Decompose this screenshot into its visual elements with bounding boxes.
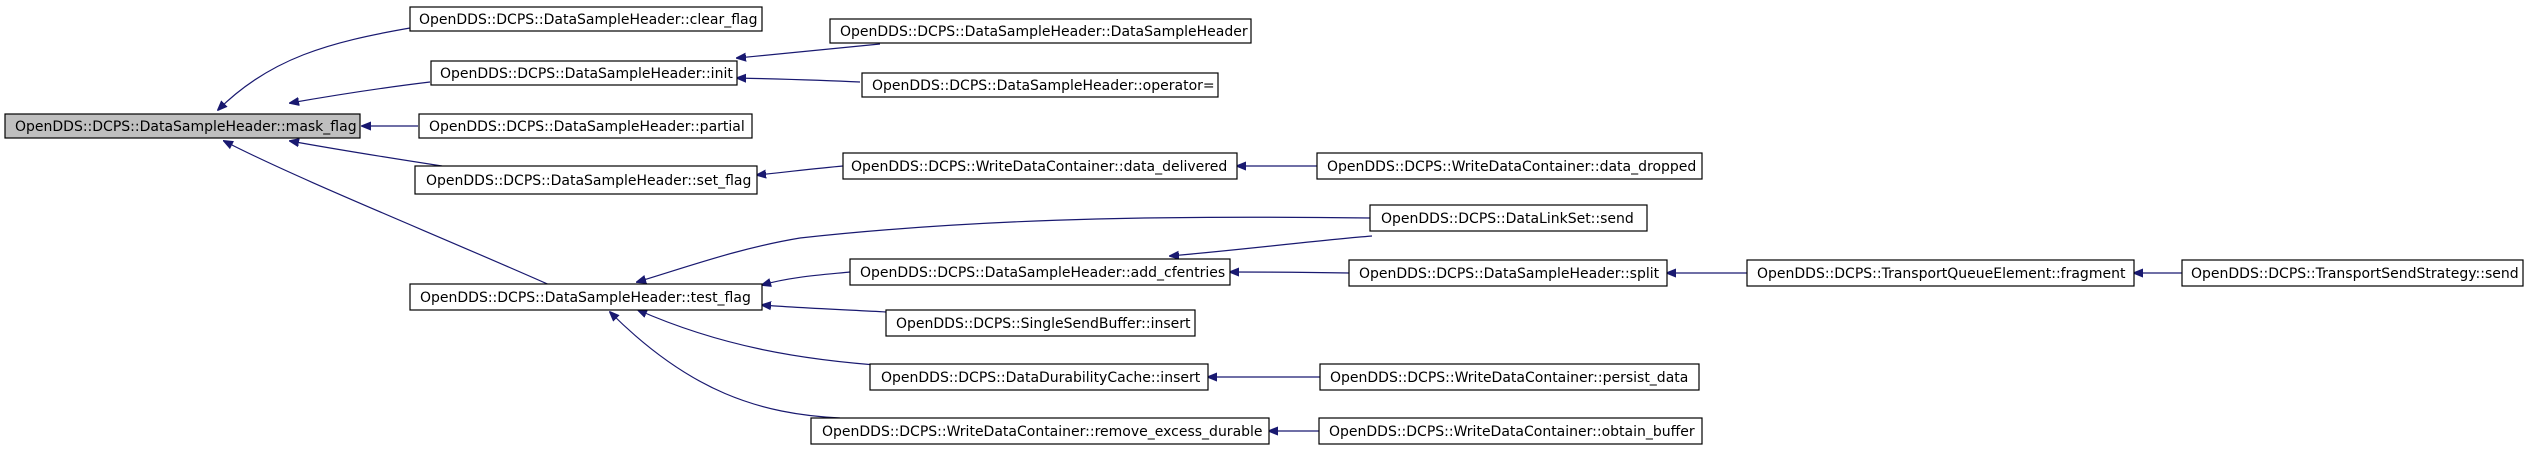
edge-test-flag-to-mask-flag [224,141,553,287]
edges [218,27,2182,431]
edge-ssb-insert-to-test-flag [762,305,887,313]
node-singlesendbuffer-insert[interactable]: OpenDDS::DCPS::SingleSendBuffer::insert [885,309,1196,337]
node-test-flag-label: OpenDDS::DCPS::DataSampleHeader::test_fl… [420,290,751,306]
node-data-delivered-label: OpenDDS::DCPS::WriteDataContainer::data_… [851,159,1227,175]
node-fragment-box [1746,259,2135,287]
node-init-label: OpenDDS::DCPS::DataSampleHeader::init [440,66,733,82]
node-transportsendstrategy-send-label: OpenDDS::DCPS::TransportSendStrategy::se… [2191,266,2519,282]
node-split[interactable]: OpenDDS::DCPS::DataSampleHeader::split [1348,259,1668,287]
node-operator-assign-label: OpenDDS::DCPS::DataSampleHeader::operato… [872,78,1215,94]
edge-init-to-mask-flag [290,81,431,103]
node-clear-flag-label: OpenDDS::DCPS::DataSampleHeader::clear_f… [419,12,758,28]
node-clear-flag-box [409,6,763,32]
edge-split-to-add-cfentries [1230,272,1350,273]
node-transportsendstrategy-send[interactable]: OpenDDS::DCPS::TransportSendStrategy::se… [2181,259,2524,287]
node-init[interactable]: OpenDDS::DCPS::DataSampleHeader::init [430,60,738,86]
node-datasampleheader-ctor[interactable]: OpenDDS::DCPS::DataSampleHeader::DataSam… [829,18,1252,44]
node-datalinkset-send-label: OpenDDS::DCPS::DataLinkSet::send [1381,211,1634,227]
node-data-dropped-box [1316,152,1703,180]
node-remove-excess-durable-box [810,417,1270,445]
node-singlesendbuffer-insert-box [885,309,1196,337]
node-obtain-buffer-box [1318,417,1703,445]
node-test-flag-box [409,283,763,311]
node-datadurabilitycache-insert[interactable]: OpenDDS::DCPS::DataDurabilityCache::inse… [869,363,1209,391]
node-partial-label: OpenDDS::DCPS::DataSampleHeader::partial [429,119,745,135]
node-obtain-buffer[interactable]: OpenDDS::DCPS::WriteDataContainer::obtai… [1318,417,1703,445]
node-fragment-label: OpenDDS::DCPS::TransportQueueElement::fr… [1757,266,2126,282]
edge-ctor-to-init [737,43,881,58]
edge-ddc-insert-to-test-flag [638,310,891,367]
node-remove-excess-durable[interactable]: OpenDDS::DCPS::WriteDataContainer::remov… [810,417,1270,445]
node-add-cfentries[interactable]: OpenDDS::DCPS::DataSampleHeader::add_cfe… [849,258,1231,286]
node-init-box [430,60,738,86]
edge-op-assign-to-init [737,78,861,82]
node-fragment[interactable]: OpenDDS::DCPS::TransportQueueElement::fr… [1746,259,2135,287]
node-remove-excess-durable-label: OpenDDS::DCPS::WriteDataContainer::remov… [822,424,1263,440]
node-split-box [1348,259,1668,287]
node-operator-assign[interactable]: OpenDDS::DCPS::DataSampleHeader::operato… [861,72,1219,98]
node-persist-data-label: OpenDDS::DCPS::WriteDataContainer::persi… [1330,370,1688,386]
node-data-dropped[interactable]: OpenDDS::DCPS::WriteDataContainer::data_… [1316,152,1703,180]
edge-add-cfentries-to-test-flag [762,271,851,285]
node-data-delivered-box [842,152,1238,180]
node-mask-flag[interactable]: OpenDDS::DCPS::DataSampleHeader::mask_fl… [4,113,361,139]
edge-dls-send-to-test-flag [637,216,1371,282]
edge-data-delivered-to-set-flag [757,165,844,175]
node-set-flag[interactable]: OpenDDS::DCPS::DataSampleHeader::set_fla… [414,165,758,195]
node-add-cfentries-label: OpenDDS::DCPS::DataSampleHeader::add_cfe… [860,265,1225,281]
node-datasampleheader-ctor-box [829,18,1252,44]
edge-dls-send-to-add-cfentries [1170,235,1373,256]
node-transportsendstrategy-send-box [2181,259,2524,287]
node-add-cfentries-box [849,258,1231,286]
node-test-flag[interactable]: OpenDDS::DCPS::DataSampleHeader::test_fl… [409,283,763,311]
node-set-flag-box [414,165,758,195]
node-mask-flag-box [4,113,361,139]
edge-remove-excess-to-test-flag [610,312,841,419]
node-data-delivered[interactable]: OpenDDS::DCPS::WriteDataContainer::data_… [842,152,1238,180]
node-datasampleheader-ctor-label: OpenDDS::DCPS::DataSampleHeader::DataSam… [840,24,1248,40]
node-split-label: OpenDDS::DCPS::DataSampleHeader::split [1359,266,1660,282]
node-partial[interactable]: OpenDDS::DCPS::DataSampleHeader::partial [418,113,753,139]
edge-clear-flag-to-mask-flag [218,27,411,110]
node-mask-flag-label: OpenDDS::DCPS::DataSampleHeader::mask_fl… [15,119,357,135]
node-datadurabilitycache-insert-box [869,363,1209,391]
edge-set-flag-to-mask-flag [290,141,443,167]
node-persist-data[interactable]: OpenDDS::DCPS::WriteDataContainer::persi… [1319,363,1700,391]
node-partial-box [418,113,753,139]
node-data-dropped-label: OpenDDS::DCPS::WriteDataContainer::data_… [1327,159,1696,175]
node-singlesendbuffer-insert-label: OpenDDS::DCPS::SingleSendBuffer::insert [896,316,1191,332]
node-persist-data-box [1319,363,1700,391]
node-set-flag-label: OpenDDS::DCPS::DataSampleHeader::set_fla… [426,173,751,189]
node-obtain-buffer-label: OpenDDS::DCPS::WriteDataContainer::obtai… [1329,424,1695,440]
node-operator-assign-box [861,72,1219,98]
node-datalinkset-send[interactable]: OpenDDS::DCPS::DataLinkSet::send [1369,204,1648,232]
node-datadurabilitycache-insert-label: OpenDDS::DCPS::DataDurabilityCache::inse… [881,370,1201,386]
nodes: OpenDDS::DCPS::DataSampleHeader::mask_fl… [4,6,2524,445]
node-clear-flag[interactable]: OpenDDS::DCPS::DataSampleHeader::clear_f… [409,6,763,32]
node-datalinkset-send-box [1369,204,1648,232]
